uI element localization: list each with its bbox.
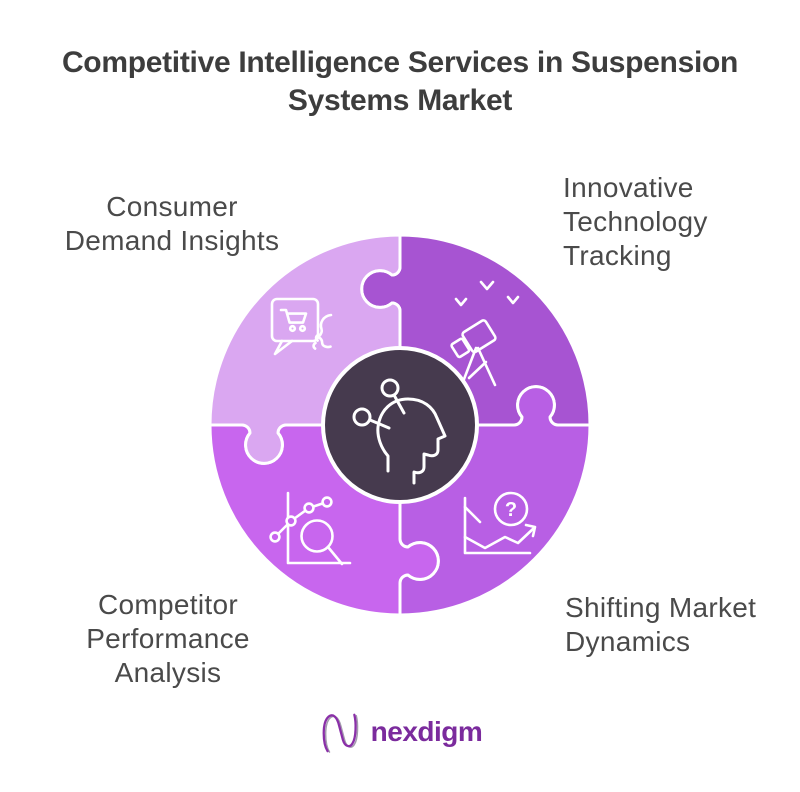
page-title-line2: Systems Market [287, 84, 513, 118]
label-consumer-demand-insights: Consumer Demand Insights [20, 190, 324, 258]
label-line: Dynamics [565, 626, 691, 657]
label-line: Technology [563, 206, 708, 237]
nexdigm-n-wave-icon [322, 713, 358, 753]
page-title-line1: Competitive Intelligence Services in Sus… [61, 46, 739, 80]
label-line: Analysis [114, 657, 222, 688]
label-innovative-technology-tracking: Innovative Technology Tracking [563, 171, 708, 273]
brand-wordmark: nexdigm [370, 716, 483, 747]
center-circle [321, 346, 479, 504]
question-mark-glyph: ? [505, 499, 517, 521]
cart-speech-bubble-face-icon [270, 297, 333, 356]
label-line: Shifting Market [565, 592, 757, 623]
label-shifting-market-dynamics: Shifting Market Dynamics [565, 591, 756, 659]
page-title: Competitive Intelligence Services in Sus… [0, 44, 800, 120]
mind-pins-icon [352, 378, 447, 485]
label-line: Demand Insights [64, 225, 280, 256]
label-competitor-performance-analysis: Competitor Performance Analysis [30, 588, 306, 690]
trend-question-icon: ? [463, 491, 537, 555]
chart-magnifier-icon [269, 491, 352, 566]
label-line: Tracking [563, 240, 672, 271]
label-line: Competitor [98, 589, 238, 620]
puzzle-diagram: ? [208, 233, 592, 617]
footer: nexdigm [0, 708, 800, 756]
label-line: Innovative [563, 172, 694, 203]
telescope-icon [450, 280, 520, 389]
label-line: Consumer [106, 191, 238, 222]
label-line: Performance [86, 623, 250, 654]
